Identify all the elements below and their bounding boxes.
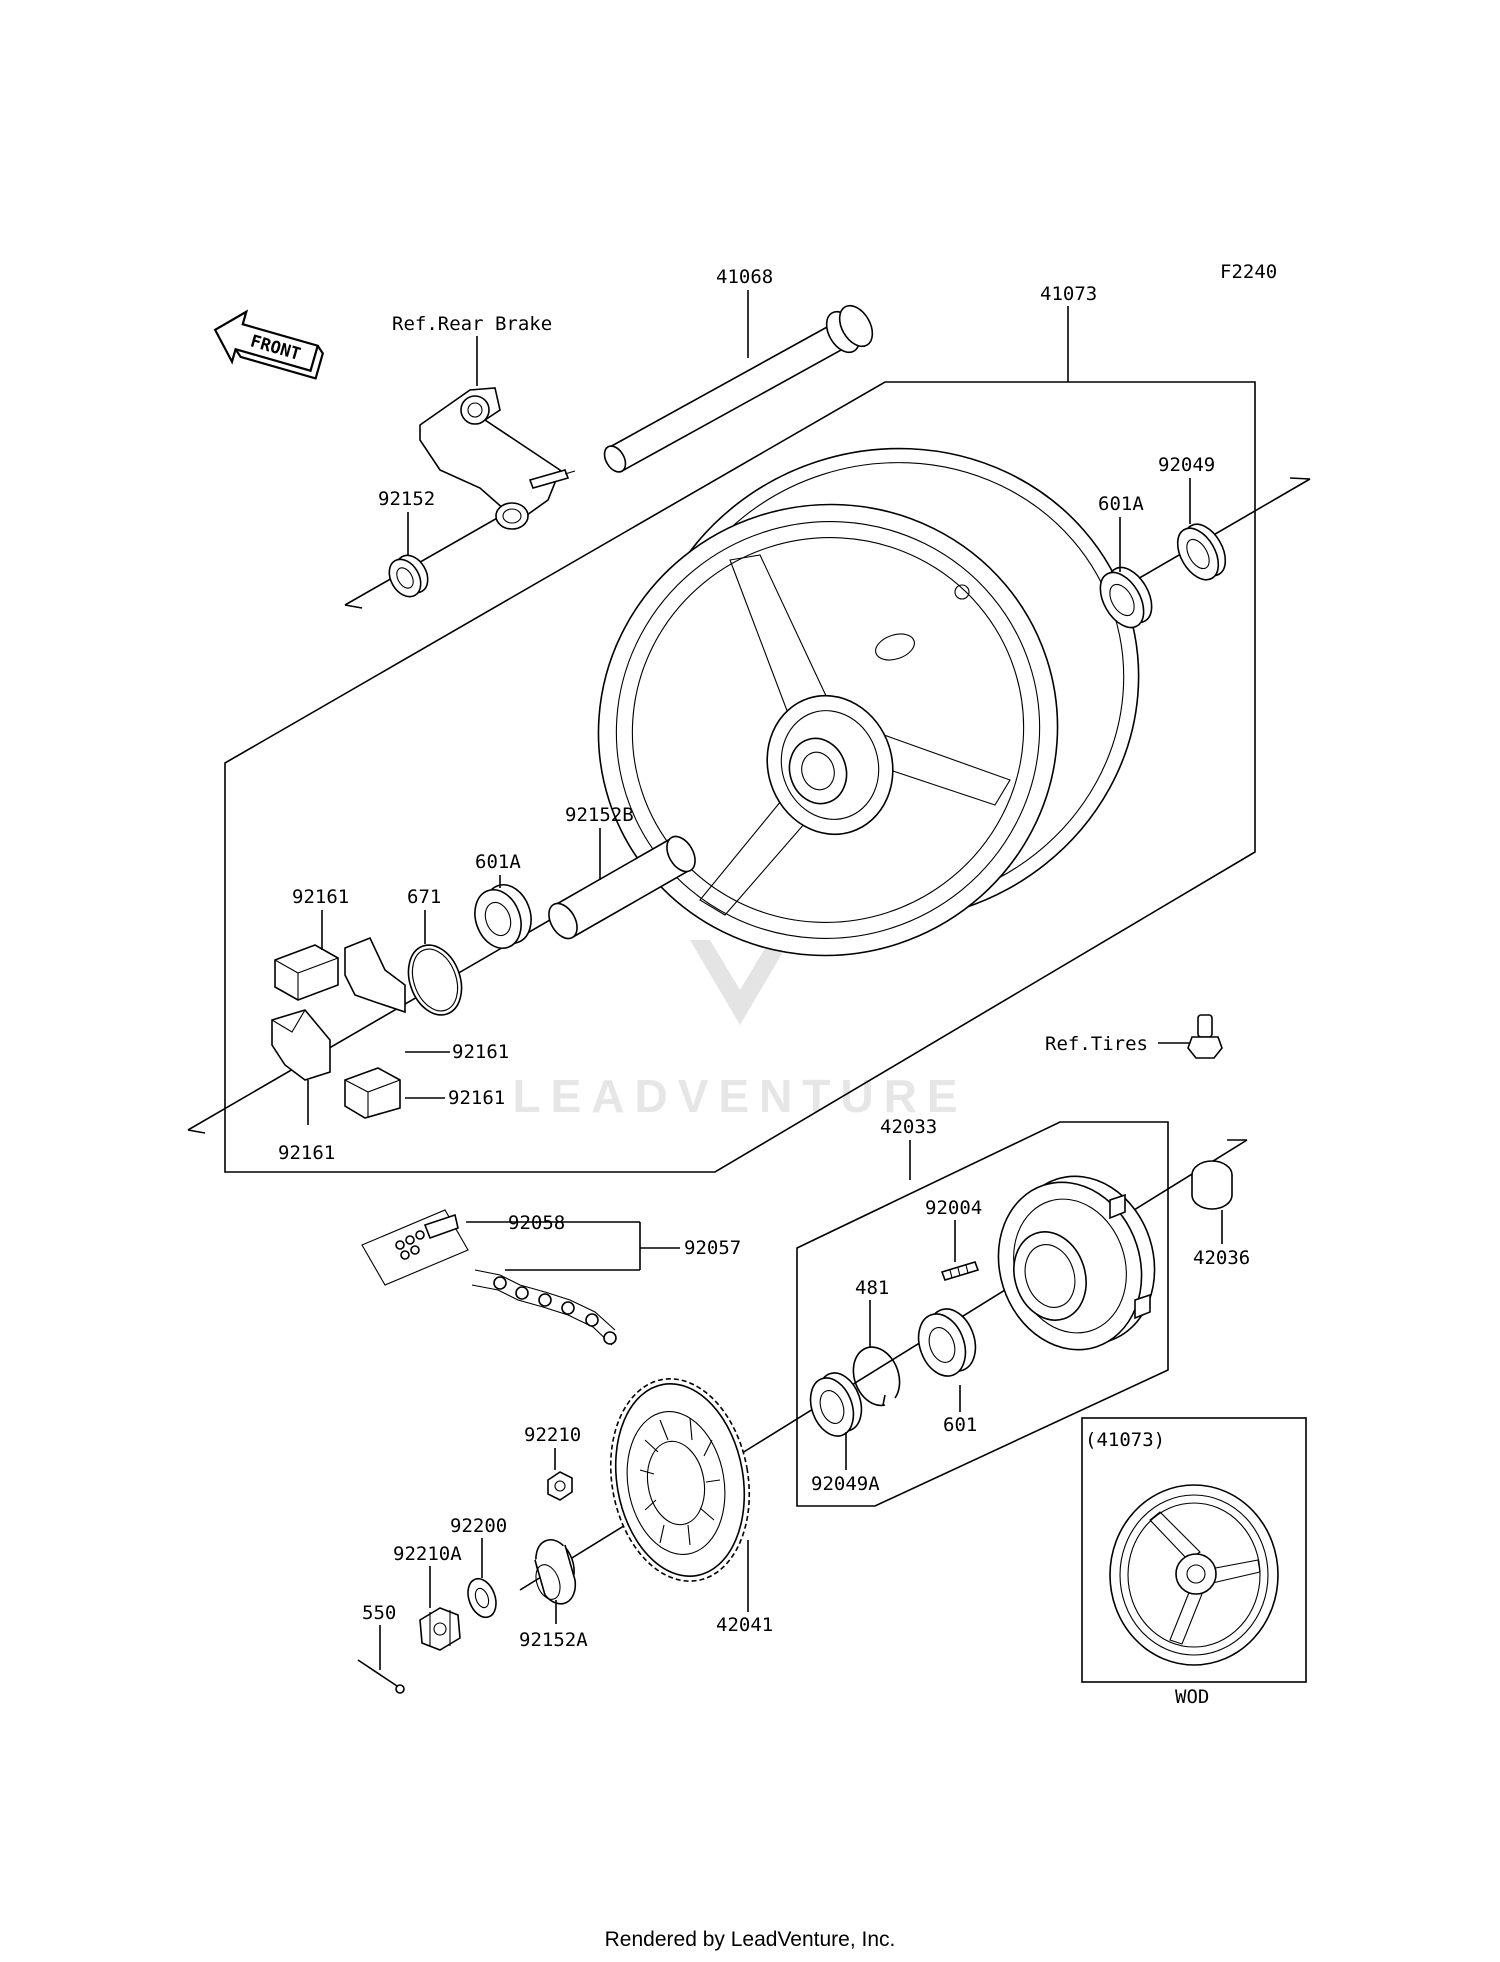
label-42041[interactable]: 42041 xyxy=(716,1614,773,1636)
label-92049[interactable]: 92049 xyxy=(1158,454,1215,476)
cap-42036[interactable] xyxy=(1191,1160,1233,1210)
label-41068[interactable]: 41068 xyxy=(716,266,773,288)
circlip-481[interactable] xyxy=(852,1346,901,1407)
inset-title: (41073) xyxy=(1085,1429,1165,1451)
o-ring-671[interactable] xyxy=(399,938,471,1023)
rear-wheel-41073[interactable] xyxy=(540,384,1201,1015)
ref-rear-brake[interactable]: Ref.Rear Brake xyxy=(392,313,552,335)
coupling-42033[interactable] xyxy=(977,1158,1176,1369)
label-92152A[interactable]: 92152A xyxy=(519,1629,588,1651)
footer-credit: Rendered by LeadVenture, Inc. xyxy=(604,1928,896,1951)
label-601A-left[interactable]: 601A xyxy=(475,851,521,873)
bearing-601A-left[interactable] xyxy=(467,878,539,954)
seal-92049[interactable] xyxy=(1169,517,1233,586)
axis-tick xyxy=(344,604,363,609)
label-92200[interactable]: 92200 xyxy=(450,1515,507,1537)
axis-tick xyxy=(1289,477,1311,480)
label-92152[interactable]: 92152 xyxy=(378,488,435,510)
washer-92200[interactable] xyxy=(463,1575,501,1621)
label-671[interactable]: 671 xyxy=(407,886,441,908)
label-92049A[interactable]: 92049A xyxy=(811,1473,880,1495)
chain-joint-92058[interactable] xyxy=(361,1209,469,1286)
label-42033[interactable]: 42033 xyxy=(880,1116,937,1138)
label-601[interactable]: 601 xyxy=(943,1414,977,1436)
sprocket-42041[interactable] xyxy=(595,1368,764,1593)
label-550[interactable]: 550 xyxy=(362,1602,396,1624)
label-92058[interactable]: 92058 xyxy=(508,1212,565,1234)
caliper-bracket[interactable] xyxy=(419,387,576,530)
collar-92152A[interactable] xyxy=(529,1534,581,1605)
label-92161-b[interactable]: 92161 xyxy=(452,1041,509,1063)
cotter-pin-550[interactable] xyxy=(357,1659,405,1694)
damper-group-92161[interactable] xyxy=(271,936,406,1119)
label-92161-c[interactable]: 92161 xyxy=(448,1087,505,1109)
leader-92058-92057 xyxy=(466,1221,680,1271)
watermark: LEADVENTURE xyxy=(512,880,967,1122)
label-92004[interactable]: 92004 xyxy=(925,1197,982,1219)
wheel-assembly-outline xyxy=(224,381,1256,1173)
tire-valve[interactable] xyxy=(1187,1014,1223,1059)
nut-92210[interactable] xyxy=(547,1471,573,1501)
bearing-601[interactable] xyxy=(910,1302,983,1382)
sprocket-hub-outline xyxy=(796,1121,1169,1507)
diagram-code: F2240 xyxy=(1220,261,1277,283)
axle-41068[interactable] xyxy=(600,300,879,476)
bearing-601A-right[interactable] xyxy=(1091,560,1160,635)
drive-chain-92057[interactable] xyxy=(471,1269,617,1346)
collar-92152B[interactable] xyxy=(543,832,701,944)
collar-92152[interactable] xyxy=(383,550,434,603)
label-92210[interactable]: 92210 xyxy=(524,1424,581,1446)
nut-92210A[interactable] xyxy=(419,1607,461,1651)
label-92210A[interactable]: 92210A xyxy=(393,1543,462,1565)
label-92152B[interactable]: 92152B xyxy=(565,804,634,826)
caliper-axis-line xyxy=(344,504,521,606)
axis-tick xyxy=(187,1129,206,1134)
stud-92004[interactable] xyxy=(940,1261,980,1281)
label-92161-d[interactable]: 92161 xyxy=(278,1142,335,1164)
label-601A-right[interactable]: 601A xyxy=(1098,493,1144,515)
seal-92049A[interactable] xyxy=(803,1367,869,1442)
ref-tires[interactable]: Ref.Tires xyxy=(1045,1033,1148,1055)
label-41073[interactable]: 41073 xyxy=(1040,283,1097,305)
label-92161-a[interactable]: 92161 xyxy=(292,886,349,908)
label-481[interactable]: 481 xyxy=(855,1277,889,1299)
watermark-text: LEADVENTURE xyxy=(512,1070,967,1122)
front-arrow-icon: FRONT xyxy=(213,309,324,380)
inset-caption: WOD xyxy=(1175,1686,1209,1708)
inset-wheel-variant[interactable]: (41073) xyxy=(1081,1417,1307,1683)
label-42036[interactable]: 42036 xyxy=(1193,1247,1250,1269)
label-92057[interactable]: 92057 xyxy=(684,1237,741,1259)
